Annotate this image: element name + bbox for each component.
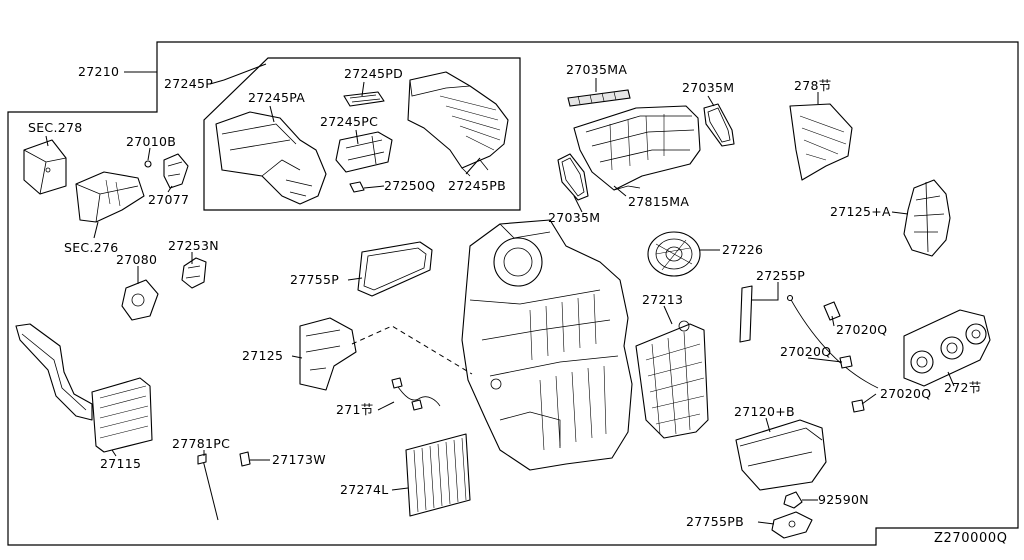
label-27035MA: 27035MA <box>566 62 627 77</box>
label-27755PB: 27755PB <box>686 514 744 529</box>
part-27253N <box>181 257 207 289</box>
label-27035M-upper: 27035M <box>682 80 734 95</box>
part-272-control-panel <box>903 309 991 387</box>
label-27250Q: 27250Q <box>384 178 435 193</box>
part-27210-main-unit <box>461 219 633 471</box>
part-27125-A <box>903 179 951 257</box>
part-27250Q <box>349 181 365 193</box>
label-27274L: 27274L <box>340 482 389 497</box>
label-271: 271节 <box>336 402 374 417</box>
label-27755P: 27755P <box>290 272 339 287</box>
part-92590N <box>783 491 803 509</box>
part-27010B <box>144 160 152 168</box>
label-27210: 27210 <box>78 64 119 79</box>
part-27115-heater-core <box>15 323 153 453</box>
label-sec-276: SEC.276 <box>64 240 119 255</box>
part-sec-276 <box>75 171 145 223</box>
part-27245PC <box>335 131 393 173</box>
part-27173W <box>239 451 251 467</box>
part-27781PC <box>197 453 219 521</box>
part-27226-blower-motor <box>647 231 701 277</box>
blower-duct-subassembly-box <box>203 57 521 211</box>
part-27080 <box>121 279 159 321</box>
part-labels: 27210 27245P 27245PD 27245PA 27245PC 272… <box>28 62 1008 546</box>
label-27815MA: 27815MA <box>628 194 689 209</box>
label-27120-B: 27120+B <box>734 404 795 419</box>
label-27226: 27226 <box>722 242 763 257</box>
label-27077: 27077 <box>148 192 189 207</box>
label-27173W: 27173W <box>272 452 326 467</box>
label-27245PC: 27245PC <box>320 114 378 129</box>
part-27755P <box>357 241 433 297</box>
part-27035M-upper <box>703 103 735 147</box>
assembly-frame <box>7 41 1019 546</box>
part-control-cable <box>786 294 879 389</box>
label-27080: 27080 <box>116 252 157 267</box>
part-27020Q-clips <box>823 301 865 413</box>
part-27755PB <box>771 511 813 539</box>
label-27213: 27213 <box>642 292 683 307</box>
part-27245PB <box>407 71 509 177</box>
label-27020Q-c: 27020Q <box>880 386 931 401</box>
label-272: 272节 <box>944 380 982 395</box>
part-27120-B <box>735 419 827 491</box>
label-27115: 27115 <box>100 456 141 471</box>
label-27020Q-a: 27020Q <box>836 322 887 337</box>
part-27255P <box>739 285 753 343</box>
label-27781PC: 27781PC <box>172 436 230 451</box>
label-27125-A: 27125+A <box>830 204 891 219</box>
part-27213 <box>635 320 709 439</box>
diagram-code: Z270000Q <box>934 531 1008 546</box>
label-sec-278: SEC.278 <box>28 120 83 135</box>
part-27035MA <box>567 89 631 107</box>
part-27077 <box>163 153 189 189</box>
label-27125: 27125 <box>242 348 283 363</box>
label-27020Q-b: 27020Q <box>780 344 831 359</box>
assembly-dashed-line <box>351 325 473 375</box>
part-27245PA <box>215 111 327 205</box>
label-92590N: 92590N <box>818 492 869 507</box>
part-27035M-lower <box>557 153 589 201</box>
label-27245P: 27245P <box>164 76 213 91</box>
part-27815MA <box>573 105 701 191</box>
label-278: 278节 <box>794 78 832 93</box>
part-27125 <box>299 317 357 391</box>
label-27255P: 27255P <box>756 268 805 283</box>
part-278-duct <box>789 103 853 181</box>
part-271-harness <box>391 377 441 411</box>
label-27010B: 27010B <box>126 134 176 149</box>
label-27035M-lower: 27035M <box>548 210 600 225</box>
label-27245PD: 27245PD <box>344 66 403 81</box>
label-27253N: 27253N <box>168 238 219 253</box>
part-sec-278 <box>23 139 67 195</box>
part-27274L <box>405 433 471 517</box>
part-27245PD <box>343 91 385 107</box>
leader-lines <box>45 63 955 525</box>
label-27245PA: 27245PA <box>248 90 305 105</box>
label-27245PB: 27245PB <box>448 178 506 193</box>
